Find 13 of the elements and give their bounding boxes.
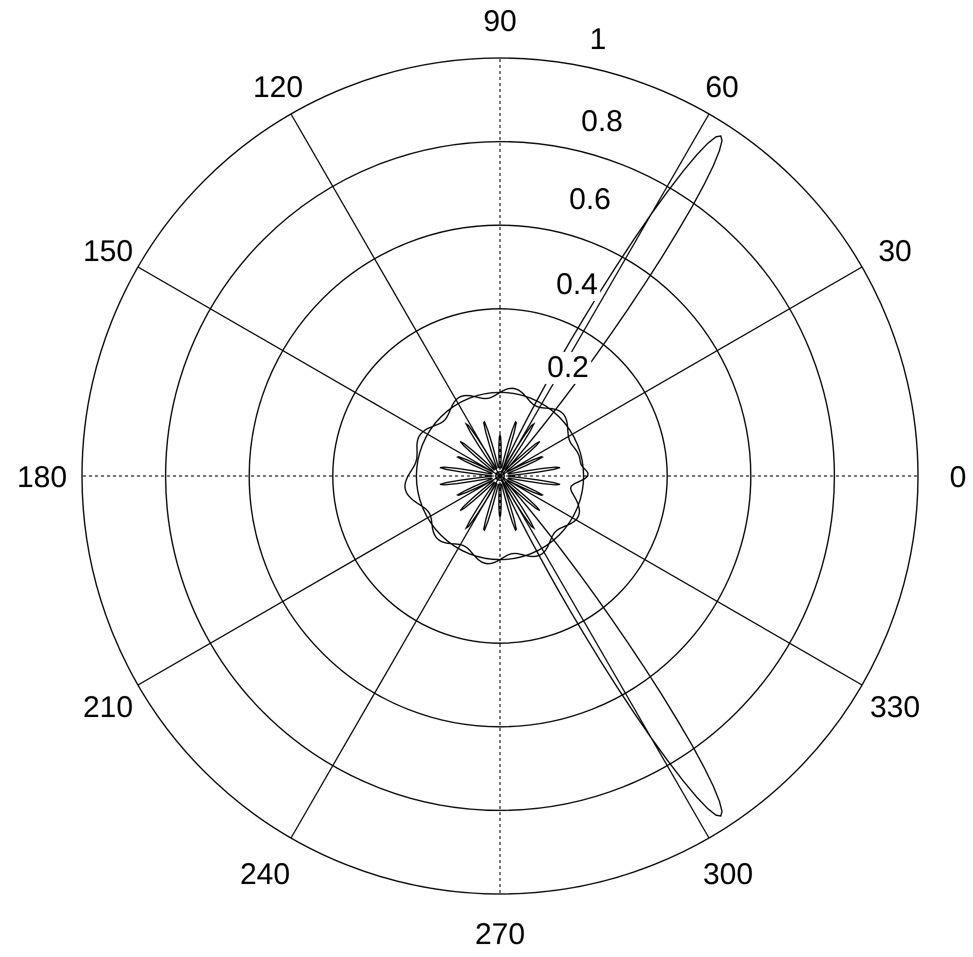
angle-label: 0 <box>950 462 966 494</box>
angle-label: 180 <box>16 462 68 494</box>
angle-label: 150 <box>82 236 134 268</box>
angle-label: 270 <box>474 919 526 951</box>
angle-label: 330 <box>870 692 920 724</box>
angle-label: 300 <box>702 859 754 891</box>
angle-label: 30 <box>878 236 912 268</box>
radius-label: 0.2 <box>545 352 591 384</box>
angle-label: 90 <box>483 6 517 38</box>
angle-label: 120 <box>252 72 304 104</box>
angle-label: 210 <box>82 692 134 724</box>
angle-label: 240 <box>240 859 290 891</box>
angle-label: 60 <box>705 72 739 104</box>
